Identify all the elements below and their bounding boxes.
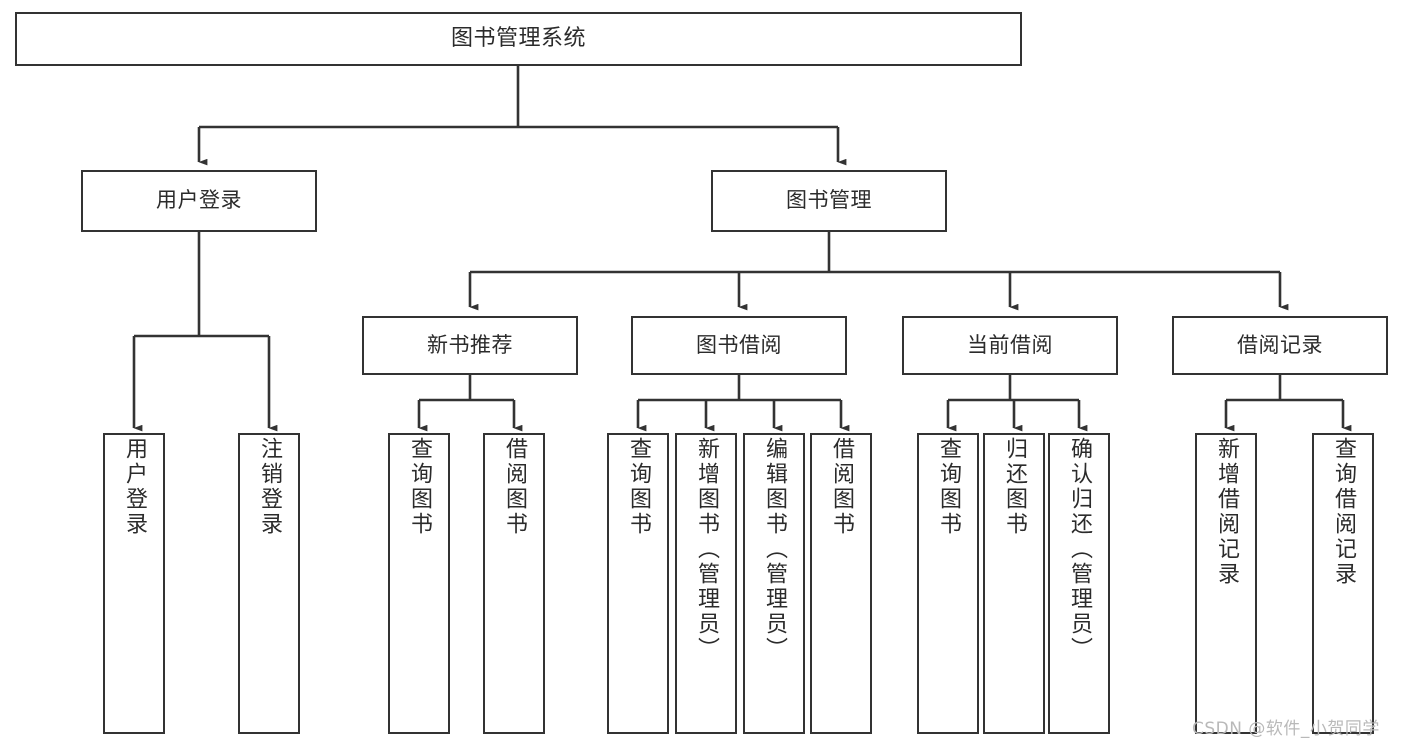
node-leaf-borrow-book[interactable]: 借阅图书 bbox=[810, 433, 872, 734]
node-leaf-query-book-current[interactable]: 查询图书 bbox=[917, 433, 979, 734]
node-label: 用户登录 bbox=[122, 437, 147, 537]
node-leaf-confirm-return-admin[interactable]: 确认归还（管理员） bbox=[1048, 433, 1110, 734]
node-label: 图书管理 bbox=[786, 188, 872, 213]
node-label: 确认归还（管理员） bbox=[1067, 437, 1092, 662]
node-leaf-query-book-recommend[interactable]: 查询图书 bbox=[388, 433, 450, 734]
node-current-borrow[interactable]: 当前借阅 bbox=[902, 316, 1118, 375]
node-leaf-borrow-book-recommend[interactable]: 借阅图书 bbox=[483, 433, 545, 734]
node-leaf-edit-book-admin[interactable]: 编辑图书（管理员） bbox=[743, 433, 805, 734]
csdn-watermark: CSDN @软件_小贺同学 bbox=[1192, 719, 1380, 739]
node-new-book-recommend[interactable]: 新书推荐 bbox=[362, 316, 578, 375]
node-leaf-query-borrow-record[interactable]: 查询借阅记录 bbox=[1312, 433, 1374, 734]
node-label: 图书借阅 bbox=[696, 332, 782, 357]
node-leaf-add-borrow-record[interactable]: 新增借阅记录 bbox=[1195, 433, 1257, 734]
node-label: 查询图书 bbox=[936, 437, 961, 537]
node-leaf-query-book-borrow[interactable]: 查询图书 bbox=[607, 433, 669, 734]
node-leaf-return-book[interactable]: 归还图书 bbox=[983, 433, 1045, 734]
node-user-login[interactable]: 用户登录 bbox=[81, 170, 317, 232]
node-label: 新增借阅记录 bbox=[1214, 437, 1239, 587]
node-label: 查询借阅记录 bbox=[1331, 437, 1356, 587]
node-borrow-record[interactable]: 借阅记录 bbox=[1172, 316, 1388, 375]
node-label: 当前借阅 bbox=[967, 332, 1053, 357]
node-label: 归还图书 bbox=[1002, 437, 1027, 537]
node-label: 借阅图书 bbox=[502, 437, 527, 537]
node-label: 注销登录 bbox=[257, 437, 282, 537]
node-label: 借阅记录 bbox=[1237, 332, 1323, 357]
node-book-borrow[interactable]: 图书借阅 bbox=[631, 316, 847, 375]
node-label: 查询图书 bbox=[407, 437, 432, 537]
node-label: 借阅图书 bbox=[829, 437, 854, 537]
node-label: 新增图书（管理员） bbox=[694, 437, 719, 662]
node-label: 编辑图书（管理员） bbox=[762, 437, 787, 662]
node-leaf-user-login[interactable]: 用户登录 bbox=[103, 433, 165, 734]
node-book-management[interactable]: 图书管理 bbox=[711, 170, 947, 232]
node-leaf-logout[interactable]: 注销登录 bbox=[238, 433, 300, 734]
node-label: 查询图书 bbox=[626, 437, 651, 537]
node-label: 新书推荐 bbox=[427, 332, 513, 357]
node-label: 用户登录 bbox=[156, 188, 242, 213]
node-label: 图书管理系统 bbox=[450, 25, 586, 51]
node-book-management-system[interactable]: 图书管理系统 bbox=[15, 12, 1022, 66]
node-leaf-add-book-admin[interactable]: 新增图书（管理员） bbox=[675, 433, 737, 734]
